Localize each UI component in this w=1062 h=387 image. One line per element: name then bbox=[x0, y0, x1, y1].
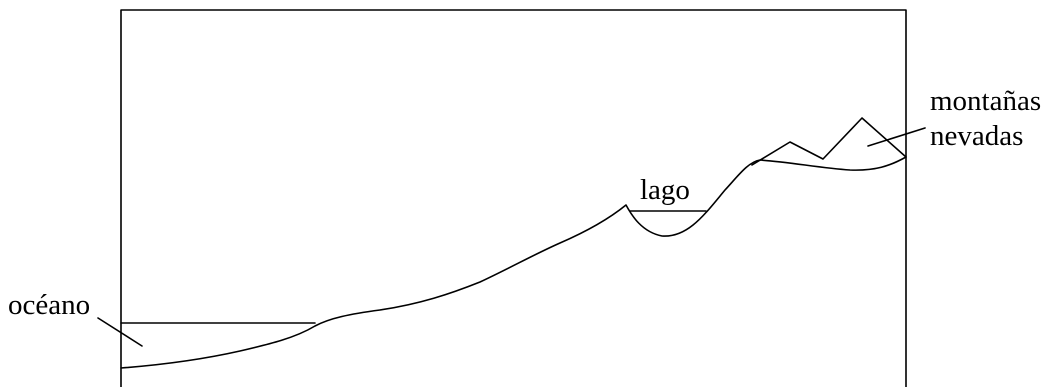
ground-profile bbox=[120, 156, 907, 369]
mountain-peaks bbox=[751, 117, 907, 166]
mountains-label-line2: nevadas bbox=[930, 120, 1023, 152]
mountains-label-line1: montañas bbox=[930, 85, 1041, 117]
lake-label: lago bbox=[640, 174, 690, 206]
diagram-frame bbox=[120, 9, 907, 387]
ocean-label: océano bbox=[8, 289, 90, 321]
mountains-leader-line bbox=[867, 127, 926, 147]
ocean-leader-line bbox=[97, 317, 143, 347]
